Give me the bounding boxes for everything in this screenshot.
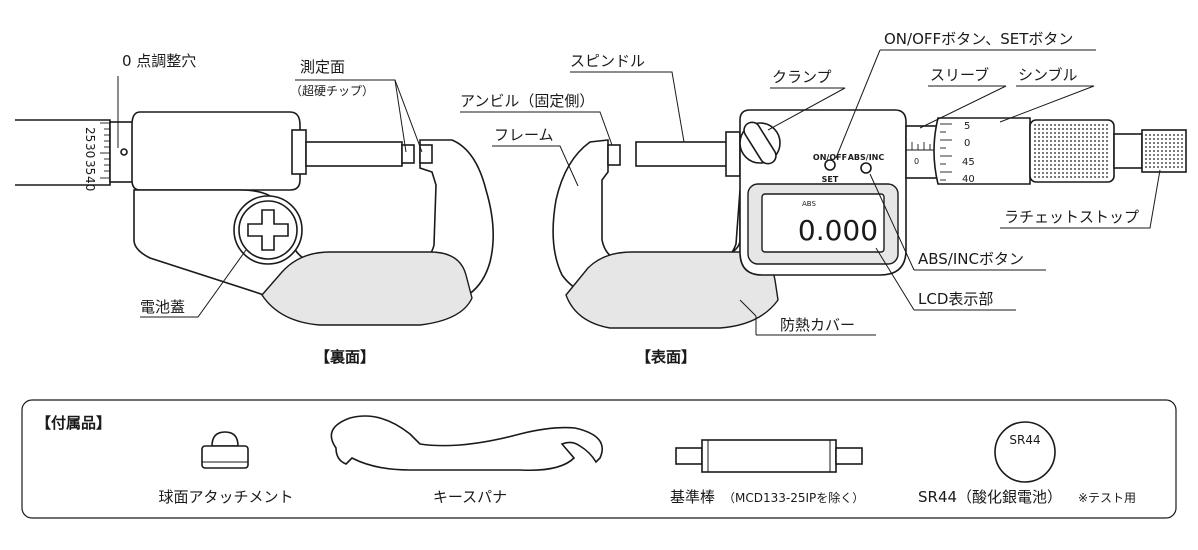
back-thimble-num-2: 35 — [83, 160, 97, 175]
label-anvil: アンビル（固定側） — [460, 92, 594, 110]
front-sleeve — [905, 125, 939, 179]
leader-heat-cover — [739, 299, 876, 336]
front-caption: 【表面】 — [636, 348, 696, 366]
accessory-standard-bar-note: （MCD133-25IPを除く） — [723, 490, 864, 505]
battery-icon — [994, 421, 1056, 483]
back-thimble-scale: 25 30 35 40 — [83, 122, 110, 191]
label-zero-hole: 0 点調整穴 — [122, 52, 196, 70]
ratchet-collar — [1113, 133, 1143, 169]
back-spindle — [305, 141, 403, 167]
front-heat-cover — [565, 251, 779, 329]
accessory-spanner: キースパナ — [433, 488, 507, 506]
label-sleeve: スリーブ — [930, 66, 989, 84]
back-caption: 【裏面】 — [315, 348, 375, 366]
label-heat-cover: 防熱カバー — [780, 316, 855, 334]
back-spindle-collar — [291, 129, 307, 175]
back-thimble-num-0: 25 — [83, 127, 97, 142]
label-clamp: クランプ — [772, 68, 832, 86]
panel-abs-inc: ABS/INC — [848, 153, 885, 162]
leader-battery-cover — [140, 249, 247, 318]
leader-spindle — [570, 71, 685, 143]
leader-abs-inc — [869, 173, 1046, 271]
lcd-display — [761, 193, 885, 253]
lcd-mode: ABS — [802, 200, 816, 208]
front-view: ON/OFF SET ABS/INC ABS 0.000 0 5 0 45 — [460, 30, 1187, 366]
leader-lcd — [875, 247, 1016, 311]
front-thimble-scale: 5 0 45 40 — [940, 121, 975, 185]
front-thimble-num-1: 0 — [964, 138, 970, 149]
label-measuring-face: 測定面 — [300, 58, 345, 76]
label-thimble: シンブル — [1018, 66, 1078, 84]
front-thimble-num-2: 45 — [962, 157, 975, 168]
accessories-panel: 【付属品】 SR44 球面アタッチメント キースパナ 基準棒 （MCD133-2… — [21, 399, 1177, 519]
label-on-off-set: ON/OFFボタン、SETボタン — [884, 30, 1073, 48]
standard-bar-icon — [675, 439, 863, 473]
label-lcd: LCD表示部 — [918, 290, 993, 308]
leader-thimble — [999, 85, 1095, 123]
ratchet-knurl — [1145, 134, 1183, 168]
ratchet-stop — [1141, 129, 1187, 173]
accessory-standard-bar: 基準棒 — [670, 488, 715, 506]
label-ratchet: ラチェットストップ — [1004, 208, 1139, 226]
leader-on-off — [835, 49, 1096, 159]
back-view: 25 30 35 40 0 点調整穴 測定面 （超硬チップ） 電池蓋 【裏面】 — [15, 52, 494, 366]
thimble-knurl — [1034, 124, 1108, 178]
label-measuring-face-sub: （超硬チップ） — [290, 83, 374, 98]
on-off-set-button[interactable] — [824, 159, 836, 171]
abs-inc-button[interactable] — [860, 162, 872, 174]
accessory-spherical: 球面アタッチメント — [158, 488, 293, 506]
leader-anvil — [460, 111, 613, 146]
back-thimble-num-3: 40 — [83, 176, 97, 191]
front-thimble — [933, 117, 1031, 185]
key-spanner-icon — [330, 415, 603, 472]
back-spindle-tip — [401, 144, 415, 164]
panel-on-off: ON/OFF — [813, 153, 847, 162]
front-spindle — [635, 141, 729, 167]
panel-set: SET — [822, 175, 839, 184]
lcd-value: 0.000 — [798, 214, 878, 247]
leader-ratchet — [1000, 169, 1161, 229]
accessory-battery: SR44（酸化銀電池） — [918, 488, 1062, 506]
front-sleeve-num-0: 0 — [914, 157, 919, 166]
accessory-battery-note: ※テスト用 — [1078, 491, 1136, 505]
label-frame: フレーム — [494, 126, 554, 144]
front-thimble-num-0: 5 — [964, 121, 970, 132]
front-anvil-tip — [607, 144, 621, 166]
leader-sleeve — [919, 85, 1007, 129]
battery-mark: SR44 — [1009, 433, 1040, 447]
zero-adjust-hole-icon — [120, 148, 128, 156]
label-spindle: スピンドル — [570, 52, 645, 70]
leader-frame — [492, 145, 579, 187]
label-battery-cover: 電池蓋 — [140, 298, 185, 316]
spherical-attachment-icon — [201, 431, 249, 469]
front-thimble-num-3: 40 — [962, 174, 975, 185]
leader-clamp — [767, 87, 846, 131]
back-anvil-tip — [419, 144, 433, 164]
accessories-title: 【付属品】 — [36, 414, 111, 432]
back-heat-cover — [261, 251, 473, 326]
back-head — [131, 111, 301, 191]
back-thimble-num-1: 30 — [83, 143, 97, 158]
label-abs-inc: ABS/INCボタン — [918, 250, 1024, 268]
